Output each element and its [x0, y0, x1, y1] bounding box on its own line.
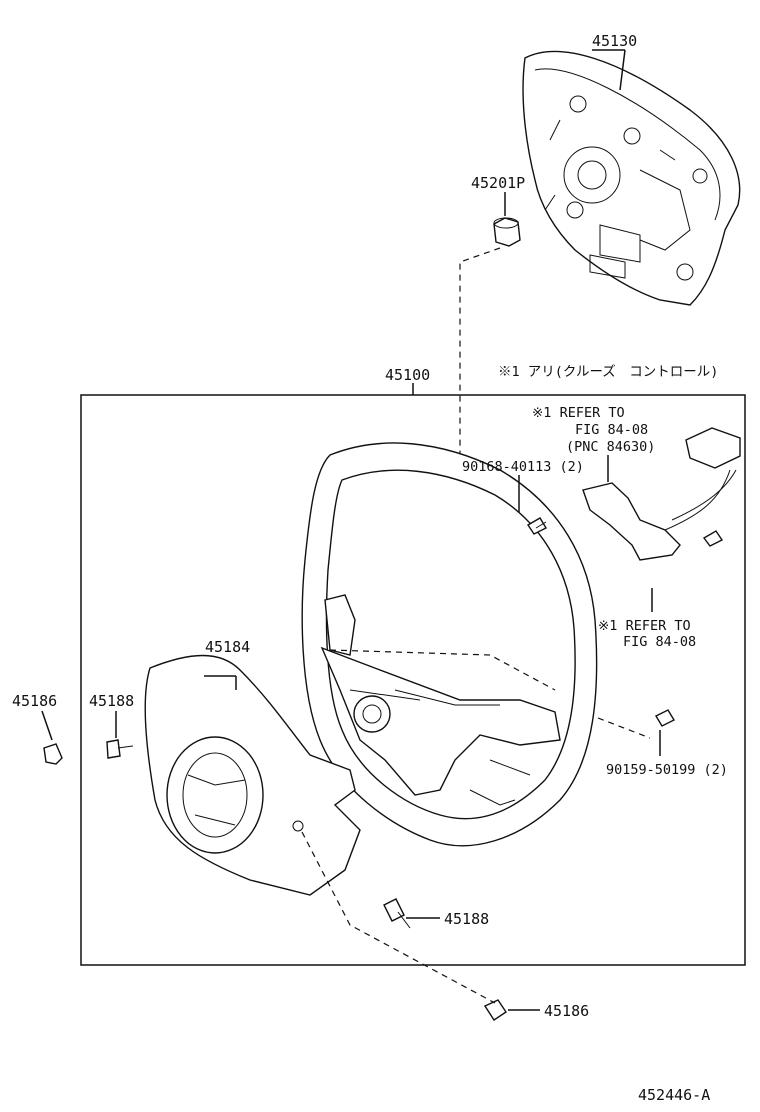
figure-id: 452446-A: [638, 1086, 710, 1104]
label-refer1-line3: (PNC 84630): [566, 439, 655, 455]
label-45100: 45100: [385, 366, 430, 384]
cruise-control-switch: [582, 427, 741, 561]
label-refer1-line1: ※1 REFER TO: [532, 405, 625, 421]
clip-45186-bottom: [483, 999, 507, 1021]
steering-wheel-45100: [301, 442, 598, 847]
label-45201p: 45201P: [471, 174, 525, 192]
label-45188-left: 45188: [89, 692, 134, 710]
screw-90168-40113: [527, 517, 547, 535]
label-90168-40113: 90168-40113 (2): [462, 459, 584, 475]
label-cruise-note-jp: ※1 アリ(クルーズ コントロール): [498, 364, 718, 380]
label-refer2-line2: FIG 84-08: [623, 634, 696, 650]
label-45188-bottom: 45188: [444, 910, 489, 928]
nut-45201p: [493, 217, 521, 247]
label-90159-50199: 90159-50199 (2): [606, 762, 728, 778]
label-refer1-line2: FIG 84-08: [575, 422, 648, 438]
clip-45186-left: [43, 743, 63, 765]
label-45186-bottom: 45186: [544, 1002, 589, 1020]
screw-90159-50199: [655, 709, 675, 727]
label-45186-left: 45186: [12, 692, 57, 710]
airbag-module-45130: [522, 50, 741, 306]
label-45184: 45184: [205, 638, 250, 656]
screw-side-switch: [702, 530, 724, 547]
steering-cover-45184: [144, 654, 361, 896]
screw-45188-left: [106, 739, 134, 759]
label-refer2-line1: ※1 REFER TO: [598, 618, 691, 634]
label-45130: 45130: [592, 32, 637, 50]
screw-45188-bottom: [383, 898, 411, 929]
